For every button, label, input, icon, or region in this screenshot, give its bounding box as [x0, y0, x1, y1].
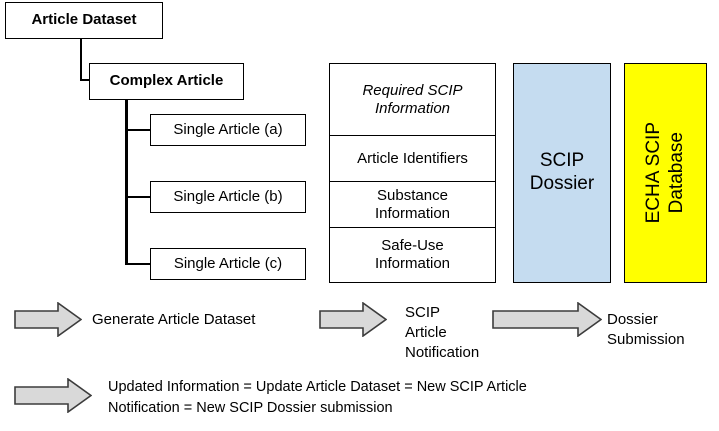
- scip-table-header-row: Required SCIP Information: [330, 64, 495, 136]
- connector-branch-c: [125, 263, 151, 265]
- scip-table-row-safe-use-information: Safe-Use Information: [330, 228, 495, 282]
- scip-information-table: Required SCIP Information Article Identi…: [329, 63, 496, 283]
- scip-table-header-label: Required SCIP Information: [362, 81, 463, 117]
- connector-branch-a: [125, 129, 151, 131]
- node-article-dataset-label: Article Dataset: [31, 11, 137, 29]
- caption-updated-information: Updated Information = Update Article Dat…: [108, 379, 527, 417]
- connector-dataset-horizontal: [80, 79, 91, 81]
- scip-table-row-substance-information-label: Substance Information: [374, 186, 451, 222]
- block-arrow-dossier-submission: [492, 302, 602, 337]
- caption-dossier-submission: Dossier Submission: [607, 311, 685, 348]
- scip-table-row-article-identifiers-label: Article Identifiers: [357, 149, 468, 167]
- scip-table-row-article-identifiers: Article Identifiers: [330, 136, 495, 182]
- connector-trunk-vertical: [125, 100, 128, 265]
- block-arrow-updated-information: [14, 378, 92, 413]
- scip-table-row-safe-use-information-label: Safe-Use Information: [374, 237, 451, 272]
- node-single-article-a: Single Article (a): [150, 114, 306, 146]
- node-complex-article: Complex Article: [89, 63, 244, 100]
- caption-generate-article-dataset: Generate Article Dataset: [92, 311, 256, 328]
- connector-branch-b: [125, 196, 151, 198]
- scip-table-row-substance-information: Substance Information: [330, 182, 495, 228]
- block-arrow-scip-article-notification: [319, 302, 387, 337]
- node-single-article-c-label: Single Article (c): [173, 254, 283, 272]
- caption-scip-article-notification: SCIP Article Notification: [405, 304, 480, 361]
- node-single-article-b-label: Single Article (b): [173, 187, 283, 205]
- node-article-dataset: Article Dataset: [5, 2, 163, 39]
- box-scip-dossier: SCIP Dossier: [513, 63, 611, 283]
- node-single-article-a-label: Single Article (a): [173, 120, 283, 138]
- node-complex-article-label: Complex Article: [109, 72, 224, 90]
- block-arrow-generate-article-dataset: [14, 302, 82, 337]
- node-single-article-b: Single Article (b): [150, 181, 306, 213]
- connector-dataset-vertical: [80, 39, 82, 81]
- box-echa-scip-database: ECHA SCIP Database: [624, 63, 707, 283]
- box-echa-scip-database-label: ECHA SCIP Database: [642, 122, 687, 224]
- box-scip-dossier-label: SCIP Dossier: [529, 150, 595, 194]
- node-single-article-c: Single Article (c): [150, 248, 306, 280]
